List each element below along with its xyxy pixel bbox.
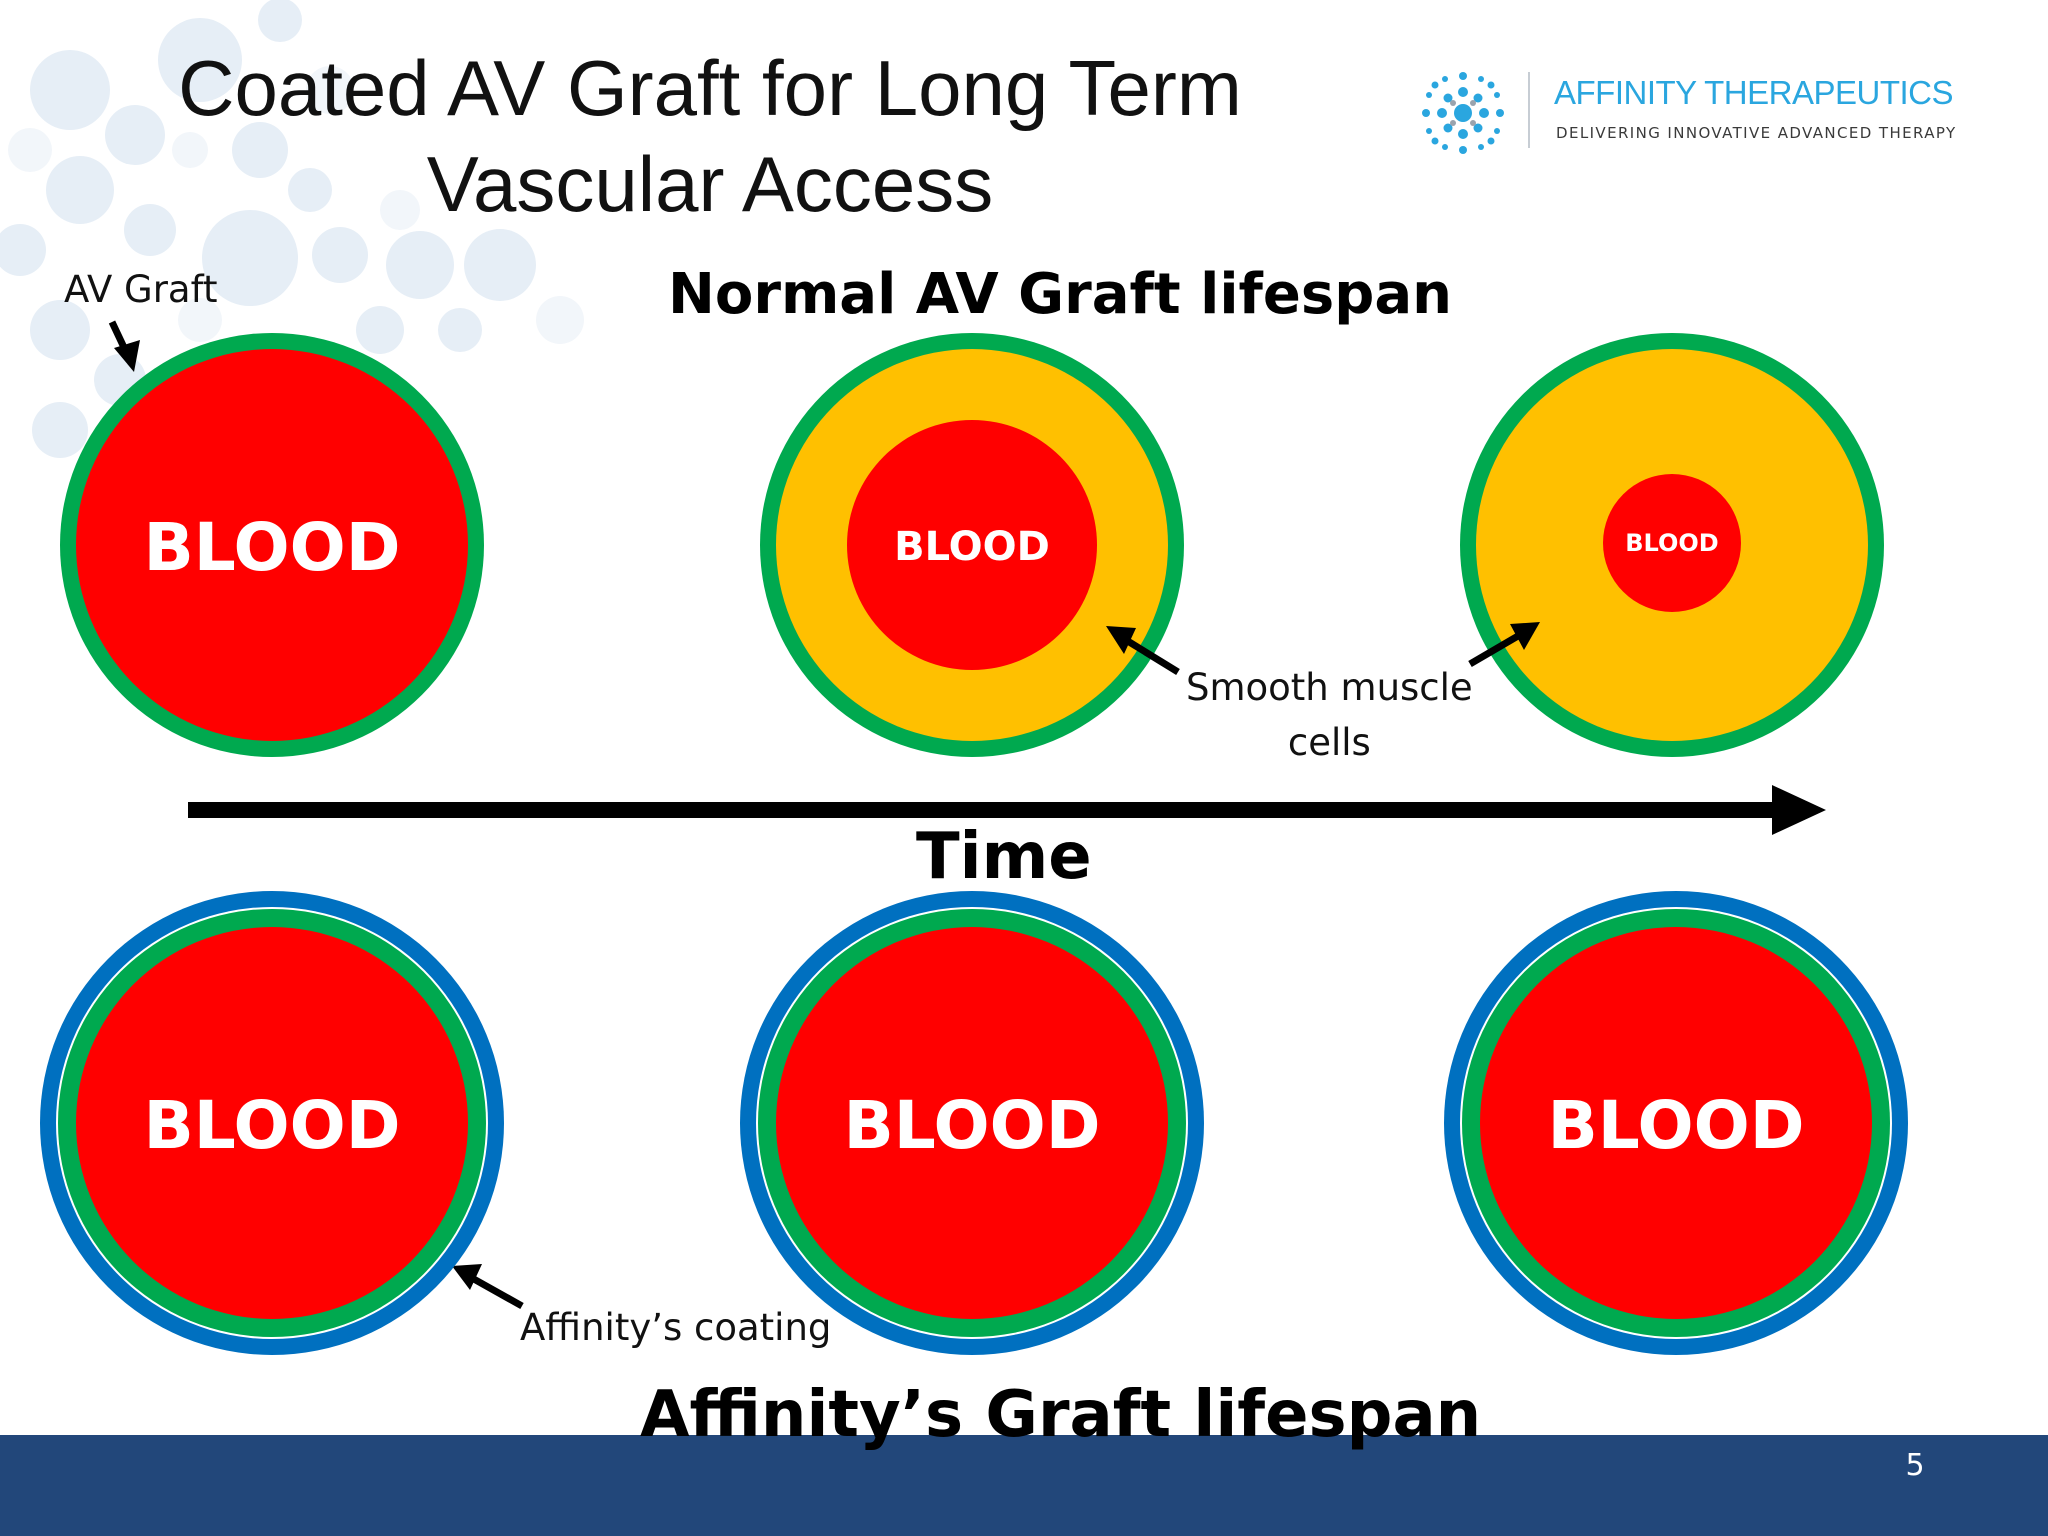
blood-lumen [776,927,1168,1319]
blood-lumen [76,349,468,741]
smooth-muscle-label-line-2: cells [1287,721,1371,764]
time-axis-label: Time [916,820,1092,894]
affinity-graft-middle: BLOOD [740,891,1204,1355]
slide-title-line-1: Coated AV Graft for Long Term [178,44,1242,132]
blood-label: BLOOD [843,1087,1100,1164]
smooth-muscle-label-line-1: Smooth muscle [1186,666,1473,709]
smooth-muscle-arrow-right [1468,622,1540,668]
normal-graft-occluded: BLOOD [1460,333,1884,757]
av-graft-label: AV Graft [64,268,218,311]
coating-label: Affinity’s coating [520,1306,832,1349]
company-logo: AFFINITY THERAPEUTICS DELIVERING INNOVAT… [1420,68,1990,158]
smooth-muscle-arrow-middle [1106,626,1180,675]
footer-bar [0,1435,2048,1536]
blood-lumen [1480,927,1872,1319]
blood-lumen [847,420,1097,670]
blood-label: BLOOD [143,1087,400,1164]
blood-label: BLOOD [1547,1087,1804,1164]
blood-label: BLOOD [1625,529,1718,557]
smooth-muscle-label: Smooth muscle cells [1186,660,1473,770]
blood-label: BLOOD [143,509,400,586]
affinity-graft-late: BLOOD [1444,891,1908,1355]
normal-lifespan-heading: Normal AV Graft lifespan [668,262,1452,327]
affinity-lifespan-heading: Affinity’s Graft lifespan [640,1378,1482,1452]
affinity-graft-initial: BLOOD [40,891,504,1355]
logo-tagline: DELIVERING INNOVATIVE ADVANCED THERAPY [1556,124,1957,142]
av-graft-arrow [108,320,140,372]
page-number: 5 [1905,1448,1925,1483]
logo-company-name: AFFINITY THERAPEUTICS [1554,74,1954,111]
blood-lumen [1603,474,1741,612]
normal-graft-initial: BLOOD [60,333,484,757]
normal-graft-narrowing: BLOOD [760,333,1184,757]
logo-mark-icon [1422,72,1504,154]
logo-divider [1528,72,1530,148]
blood-lumen [76,927,468,1319]
slide-title-line-2: Vascular Access [426,140,994,228]
blood-label: BLOOD [894,524,1050,570]
slide-title: Coated AV Graft for Long Term Vascular A… [120,40,1300,232]
coating-arrow [452,1264,524,1310]
time-arrow [188,785,1826,835]
